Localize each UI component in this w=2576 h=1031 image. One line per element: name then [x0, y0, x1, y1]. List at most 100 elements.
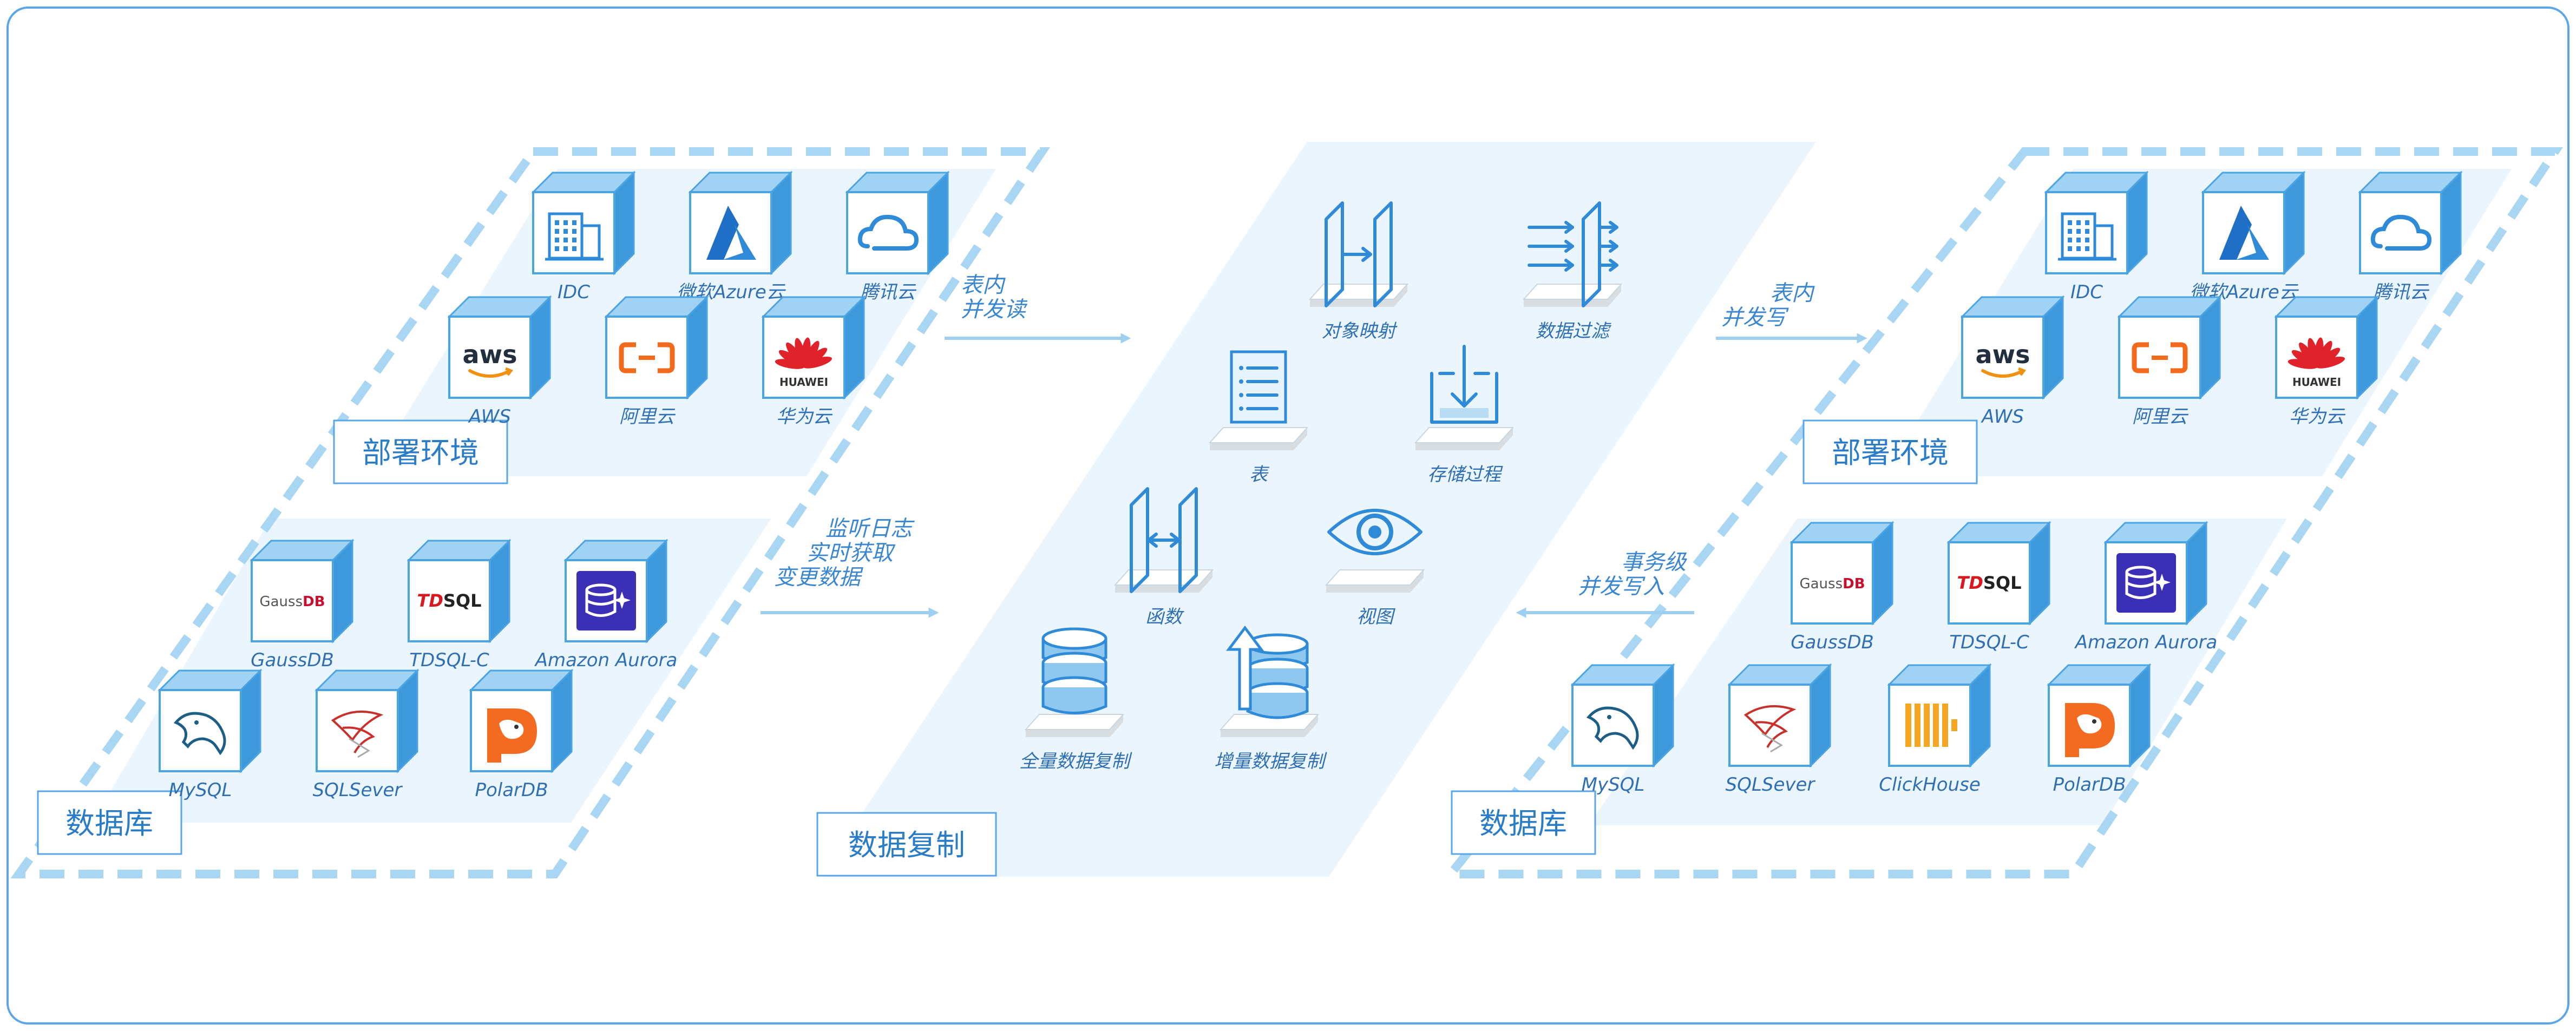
- arrow-write-label-1: 表内: [1770, 281, 1815, 306]
- sqlserver-logo-icon: [331, 710, 384, 758]
- left-deploy-2-label: 腾讯云: [860, 281, 917, 303]
- function-icon: [1130, 487, 1198, 593]
- right-deploy-title: 部署环境: [1832, 436, 1949, 470]
- center-item-2-label: 表: [1249, 464, 1270, 485]
- right-deploy-4-label: 阿里云: [2132, 406, 2189, 428]
- right-dashed-border: [1441, 147, 2563, 878]
- right-db-1-label: TDSQL-C: [1949, 632, 2029, 653]
- mysql-dolphin-icon: [1586, 706, 1639, 750]
- aliyun-logo-icon: [2132, 342, 2188, 373]
- arrow-read-label-1: 表内: [961, 273, 1006, 298]
- svg-text:aws: aws: [1976, 340, 2030, 369]
- left-deploy-title: 部署环境: [362, 436, 479, 470]
- azure-logo-icon: [2219, 206, 2269, 260]
- svg-text:HUAWEI: HUAWEI: [2292, 376, 2341, 389]
- left-db-5-label: PolarDB: [475, 779, 548, 801]
- data-filter-icon: [1528, 201, 1618, 307]
- incremental-replication-icon: [1226, 625, 1309, 719]
- tdsql-logo-icon: TDSQL: [417, 590, 481, 611]
- left-deploy-title-box: 部署环境: [333, 419, 508, 484]
- right-db-0-cube: GaussDB GaussDB: [1790, 521, 1895, 653]
- right-db-4-cube: SQLSever: [1726, 663, 1832, 796]
- right-deploy-5-cube: HUAWEI 华为云: [2274, 295, 2379, 428]
- left-db-title: 数据库: [65, 806, 153, 840]
- left-dashed-border: [10, 147, 1051, 878]
- right-db-5-cube: ClickHouse: [1879, 663, 1992, 796]
- left-db-2-cube: Amazon Aurora: [534, 539, 677, 671]
- aws-logo-icon: aws: [1976, 340, 2030, 378]
- svg-text:HUAWEI: HUAWEI: [779, 376, 828, 389]
- arrow-txn-label-2: 并发写入: [1578, 574, 1664, 599]
- right-deploy-5-label: 华为云: [2289, 406, 2346, 428]
- left-db-4-label: SQLSever: [313, 779, 403, 801]
- left-deploy-4-label: 阿里云: [619, 406, 676, 428]
- center-item-2: 表: [1208, 350, 1309, 485]
- mysql-dolphin-icon: [173, 712, 226, 756]
- gaussdb-logo-icon: GaussDB: [1799, 576, 1865, 592]
- diagram-frame: [6, 6, 2570, 1025]
- center-item-0-label: 对象映射: [1322, 320, 1398, 342]
- center-item-7-label: 增量数据复制: [1214, 751, 1327, 772]
- arrow-log-label-2: 实时获取: [807, 541, 896, 566]
- center-item-6-label: 全量数据复制: [1019, 751, 1132, 772]
- left-db-0-cube: GaussDB GaussDB: [250, 539, 355, 671]
- gaussdb-logo-icon: GaussDB: [259, 594, 325, 610]
- right-deploy-0-label: IDC: [2070, 281, 2103, 303]
- right-deploy-3-label: AWS: [1981, 406, 2024, 428]
- svg-text:TDSQL: TDSQL: [417, 590, 481, 611]
- right-deploy-2-cube: 腾讯云: [2358, 170, 2463, 303]
- center-item-3: 存储过程: [1414, 345, 1515, 485]
- center-item-1: 数据过滤: [1522, 201, 1623, 342]
- left-db-4-cube: SQLSever: [313, 668, 419, 801]
- polardb-logo-icon: [487, 708, 537, 763]
- right-db-3-label: MySQL: [1582, 774, 1645, 796]
- tencent-cloud-icon: [2370, 214, 2432, 251]
- right-deploy-title-box: 部署环境: [1802, 419, 1978, 484]
- tencent-cloud-icon: [857, 214, 919, 251]
- center-title-box: 数据复制: [816, 812, 997, 877]
- right-db-6-label: PolarDB: [2053, 774, 2126, 796]
- right-db-1-cube: TDSQL TDSQL-C: [1946, 521, 2051, 653]
- right-deploy-4-cube: 阿里云: [2117, 295, 2222, 428]
- table-doc-icon: [1230, 350, 1287, 424]
- right-deploy-2-label: 腾讯云: [2373, 281, 2430, 303]
- center-item-0: 对象映射: [1308, 201, 1409, 342]
- arrow-txn-label-1: 事务级: [1621, 550, 1687, 575]
- left-db-3-label: MySQL: [169, 779, 232, 801]
- aurora-logo-icon: [576, 571, 636, 631]
- left-db-title-box: 数据库: [37, 790, 182, 855]
- center-item-6: 全量数据复制: [1019, 627, 1132, 772]
- left-db-0-label: GaussDB: [251, 649, 334, 671]
- right-db-0-label: GaussDB: [1791, 632, 1874, 653]
- object-mapping-icon: [1325, 201, 1393, 307]
- right-db-2-label: Amazon Aurora: [2074, 632, 2218, 653]
- left-db-5-cube: PolarDB: [469, 668, 574, 801]
- left-deploy-0-cube: IDC: [531, 170, 636, 303]
- clickhouse-logo-icon: [1905, 704, 1957, 747]
- left-deploy-5-label: 华为云: [776, 406, 833, 428]
- arrow-write-label-2: 并发写: [1721, 305, 1789, 330]
- right-db-4-label: SQLSever: [1726, 774, 1816, 796]
- left-deploy-2-cube: 腾讯云: [845, 170, 950, 303]
- stored-procedure-icon: [1430, 345, 1498, 424]
- right-db-6-cube: PolarDB: [2047, 663, 2152, 796]
- svg-text:aws: aws: [463, 340, 517, 369]
- left-deploy-4-cube: 阿里云: [604, 295, 709, 428]
- right-db-3-cube: MySQL: [1570, 663, 1675, 796]
- left-deploy-0-label: IDC: [558, 281, 590, 303]
- right-db-2-cube: Amazon Aurora: [2074, 521, 2218, 653]
- left-db-3-cube: MySQL: [158, 668, 263, 801]
- svg-text:TDSQL: TDSQL: [1957, 573, 2021, 593]
- svg-text:GaussDB: GaussDB: [259, 594, 325, 610]
- center-item-3-label: 存储过程: [1427, 464, 1503, 485]
- arrow-log-label-3: 变更数据: [774, 565, 863, 590]
- right-deploy-1-cube: 微软Azure云: [2190, 170, 2306, 303]
- left-deploy-1-cube: 微软Azure云: [677, 170, 793, 303]
- right-db-5-label: ClickHouse: [1879, 774, 1981, 796]
- center-item-4: 函数: [1113, 487, 1214, 628]
- aliyun-logo-icon: [619, 342, 675, 373]
- huawei-logo-icon: HUAWEI: [775, 337, 832, 389]
